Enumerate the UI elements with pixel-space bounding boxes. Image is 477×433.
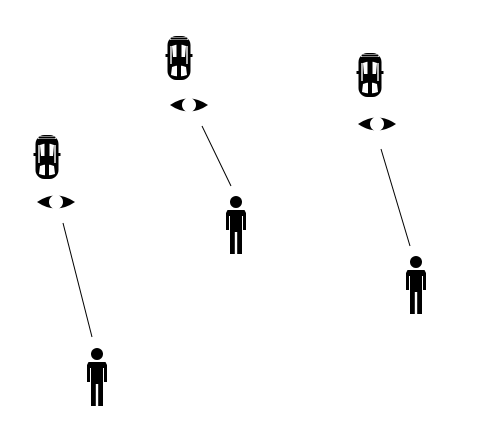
person-icon — [226, 196, 246, 254]
eye-icon — [358, 117, 396, 131]
car-icon — [32, 134, 62, 180]
group-middle — [164, 35, 246, 254]
sight-line — [201, 125, 232, 187]
eye-icon — [37, 195, 75, 209]
person-icon — [87, 348, 107, 406]
group-right — [355, 52, 426, 314]
sight-line — [380, 148, 411, 247]
car-icon — [164, 35, 194, 81]
sight-line — [62, 222, 93, 338]
eye-icon — [170, 98, 208, 112]
group-left — [32, 134, 107, 406]
car-icon — [355, 52, 385, 98]
person-icon — [406, 256, 426, 314]
